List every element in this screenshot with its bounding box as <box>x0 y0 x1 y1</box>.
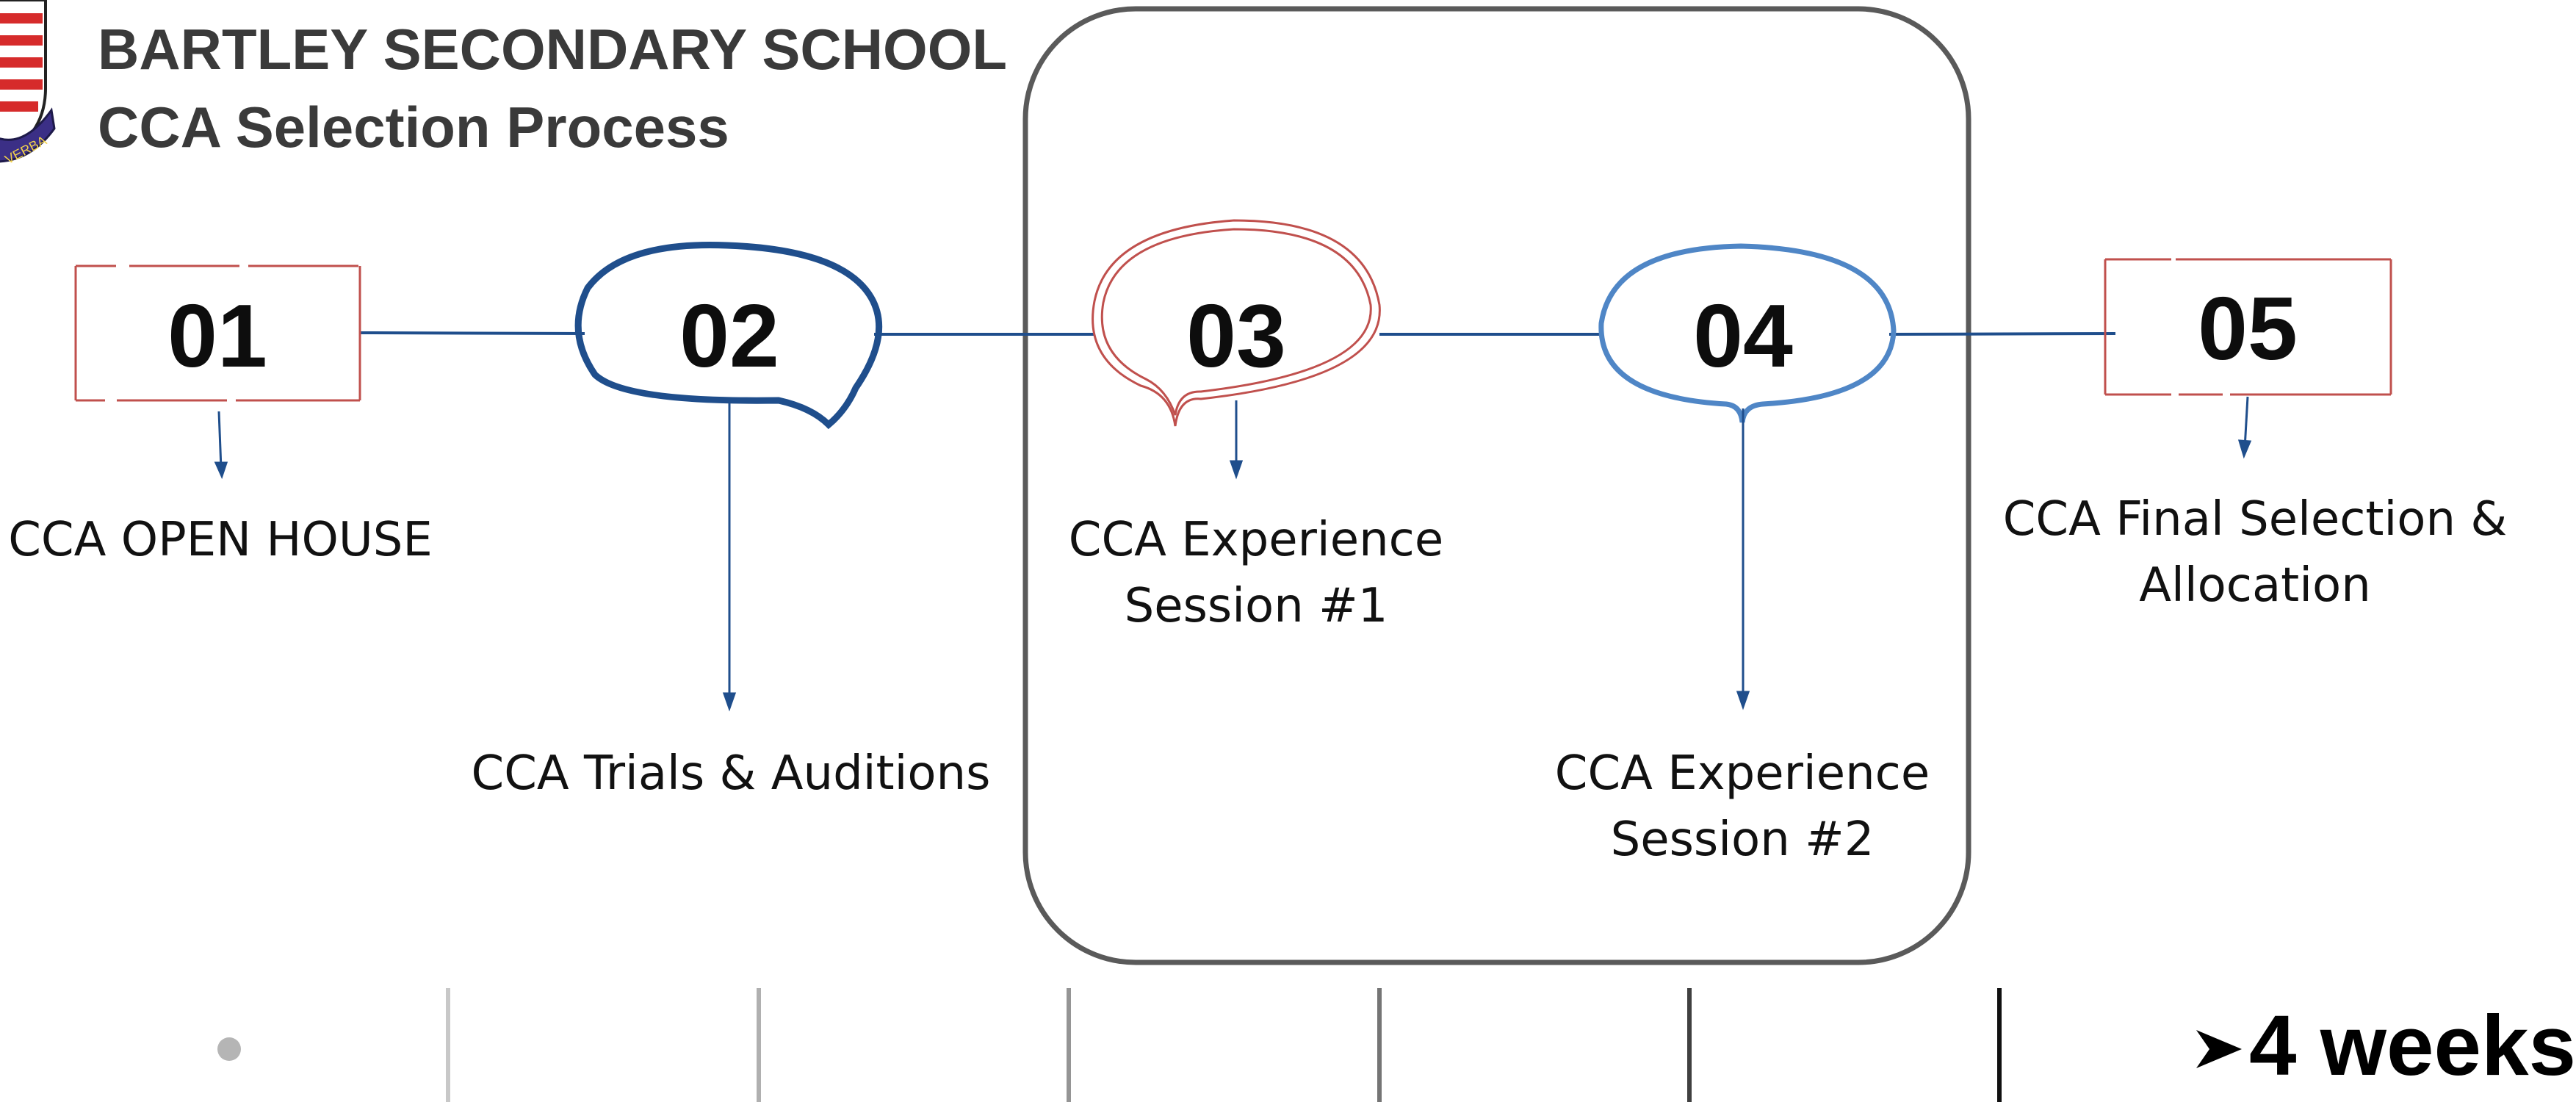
experience-phase-frame <box>1022 6 1971 965</box>
step-03-label-line-2: Session #1 <box>1124 579 1388 633</box>
step-04-number: 04 <box>1693 286 1793 386</box>
arrow-05 <box>2237 396 2252 459</box>
step-01-node <box>74 264 361 402</box>
step-02-node <box>574 242 883 430</box>
school-crest-icon: VERBA <box>0 0 56 167</box>
step-02-number: 02 <box>679 286 779 386</box>
school-name: BARTLEY SECONDARY SCHOOL <box>98 17 1008 82</box>
step-03-node <box>1092 219 1381 427</box>
arrow-02 <box>722 403 737 712</box>
step-05-label-line-2: Allocation <box>2139 558 2371 613</box>
step-05-label-line-1: CCA Final Selection & <box>2002 492 2508 547</box>
page-subtitle: CCA Selection Process <box>98 95 729 159</box>
step-04-label-line-2: Session #2 <box>1610 813 1875 867</box>
step-04-node <box>1598 243 1897 423</box>
timeline-duration-label: 4 weeks <box>2249 998 2576 1093</box>
step-03-label: CCA Experience Session #1 <box>1036 507 1476 639</box>
step-02-label: CCA Trials & Auditions <box>463 741 999 807</box>
connector-01-02 <box>359 331 585 335</box>
step-05-label: CCA Final Selection & Allocation <box>1983 486 2527 619</box>
step-05-node <box>2104 258 2392 396</box>
step-04-label-line-1: CCA Experience <box>1554 746 1930 801</box>
timeline-arrowhead-icon <box>2196 1030 2242 1068</box>
timeline <box>217 988 2242 1102</box>
step-04-label: CCA Experience Session #2 <box>1522 741 1963 873</box>
step-05-number: 05 <box>2198 278 2298 378</box>
step-03-label-line-1: CCA Experience <box>1068 513 1444 567</box>
step-02-label-line: CCA Trials & Auditions <box>471 746 991 801</box>
step-01-label-line: CCA OPEN HOUSE <box>8 513 433 567</box>
arrow-04 <box>1736 408 1750 710</box>
step-01-label: CCA OPEN HOUSE <box>0 507 441 573</box>
timeline-start-dot <box>217 1037 241 1061</box>
step-01-number: 01 <box>167 286 267 386</box>
step-03-number: 03 <box>1186 286 1286 386</box>
arrow-03 <box>1229 400 1244 480</box>
arrow-01 <box>214 411 228 480</box>
